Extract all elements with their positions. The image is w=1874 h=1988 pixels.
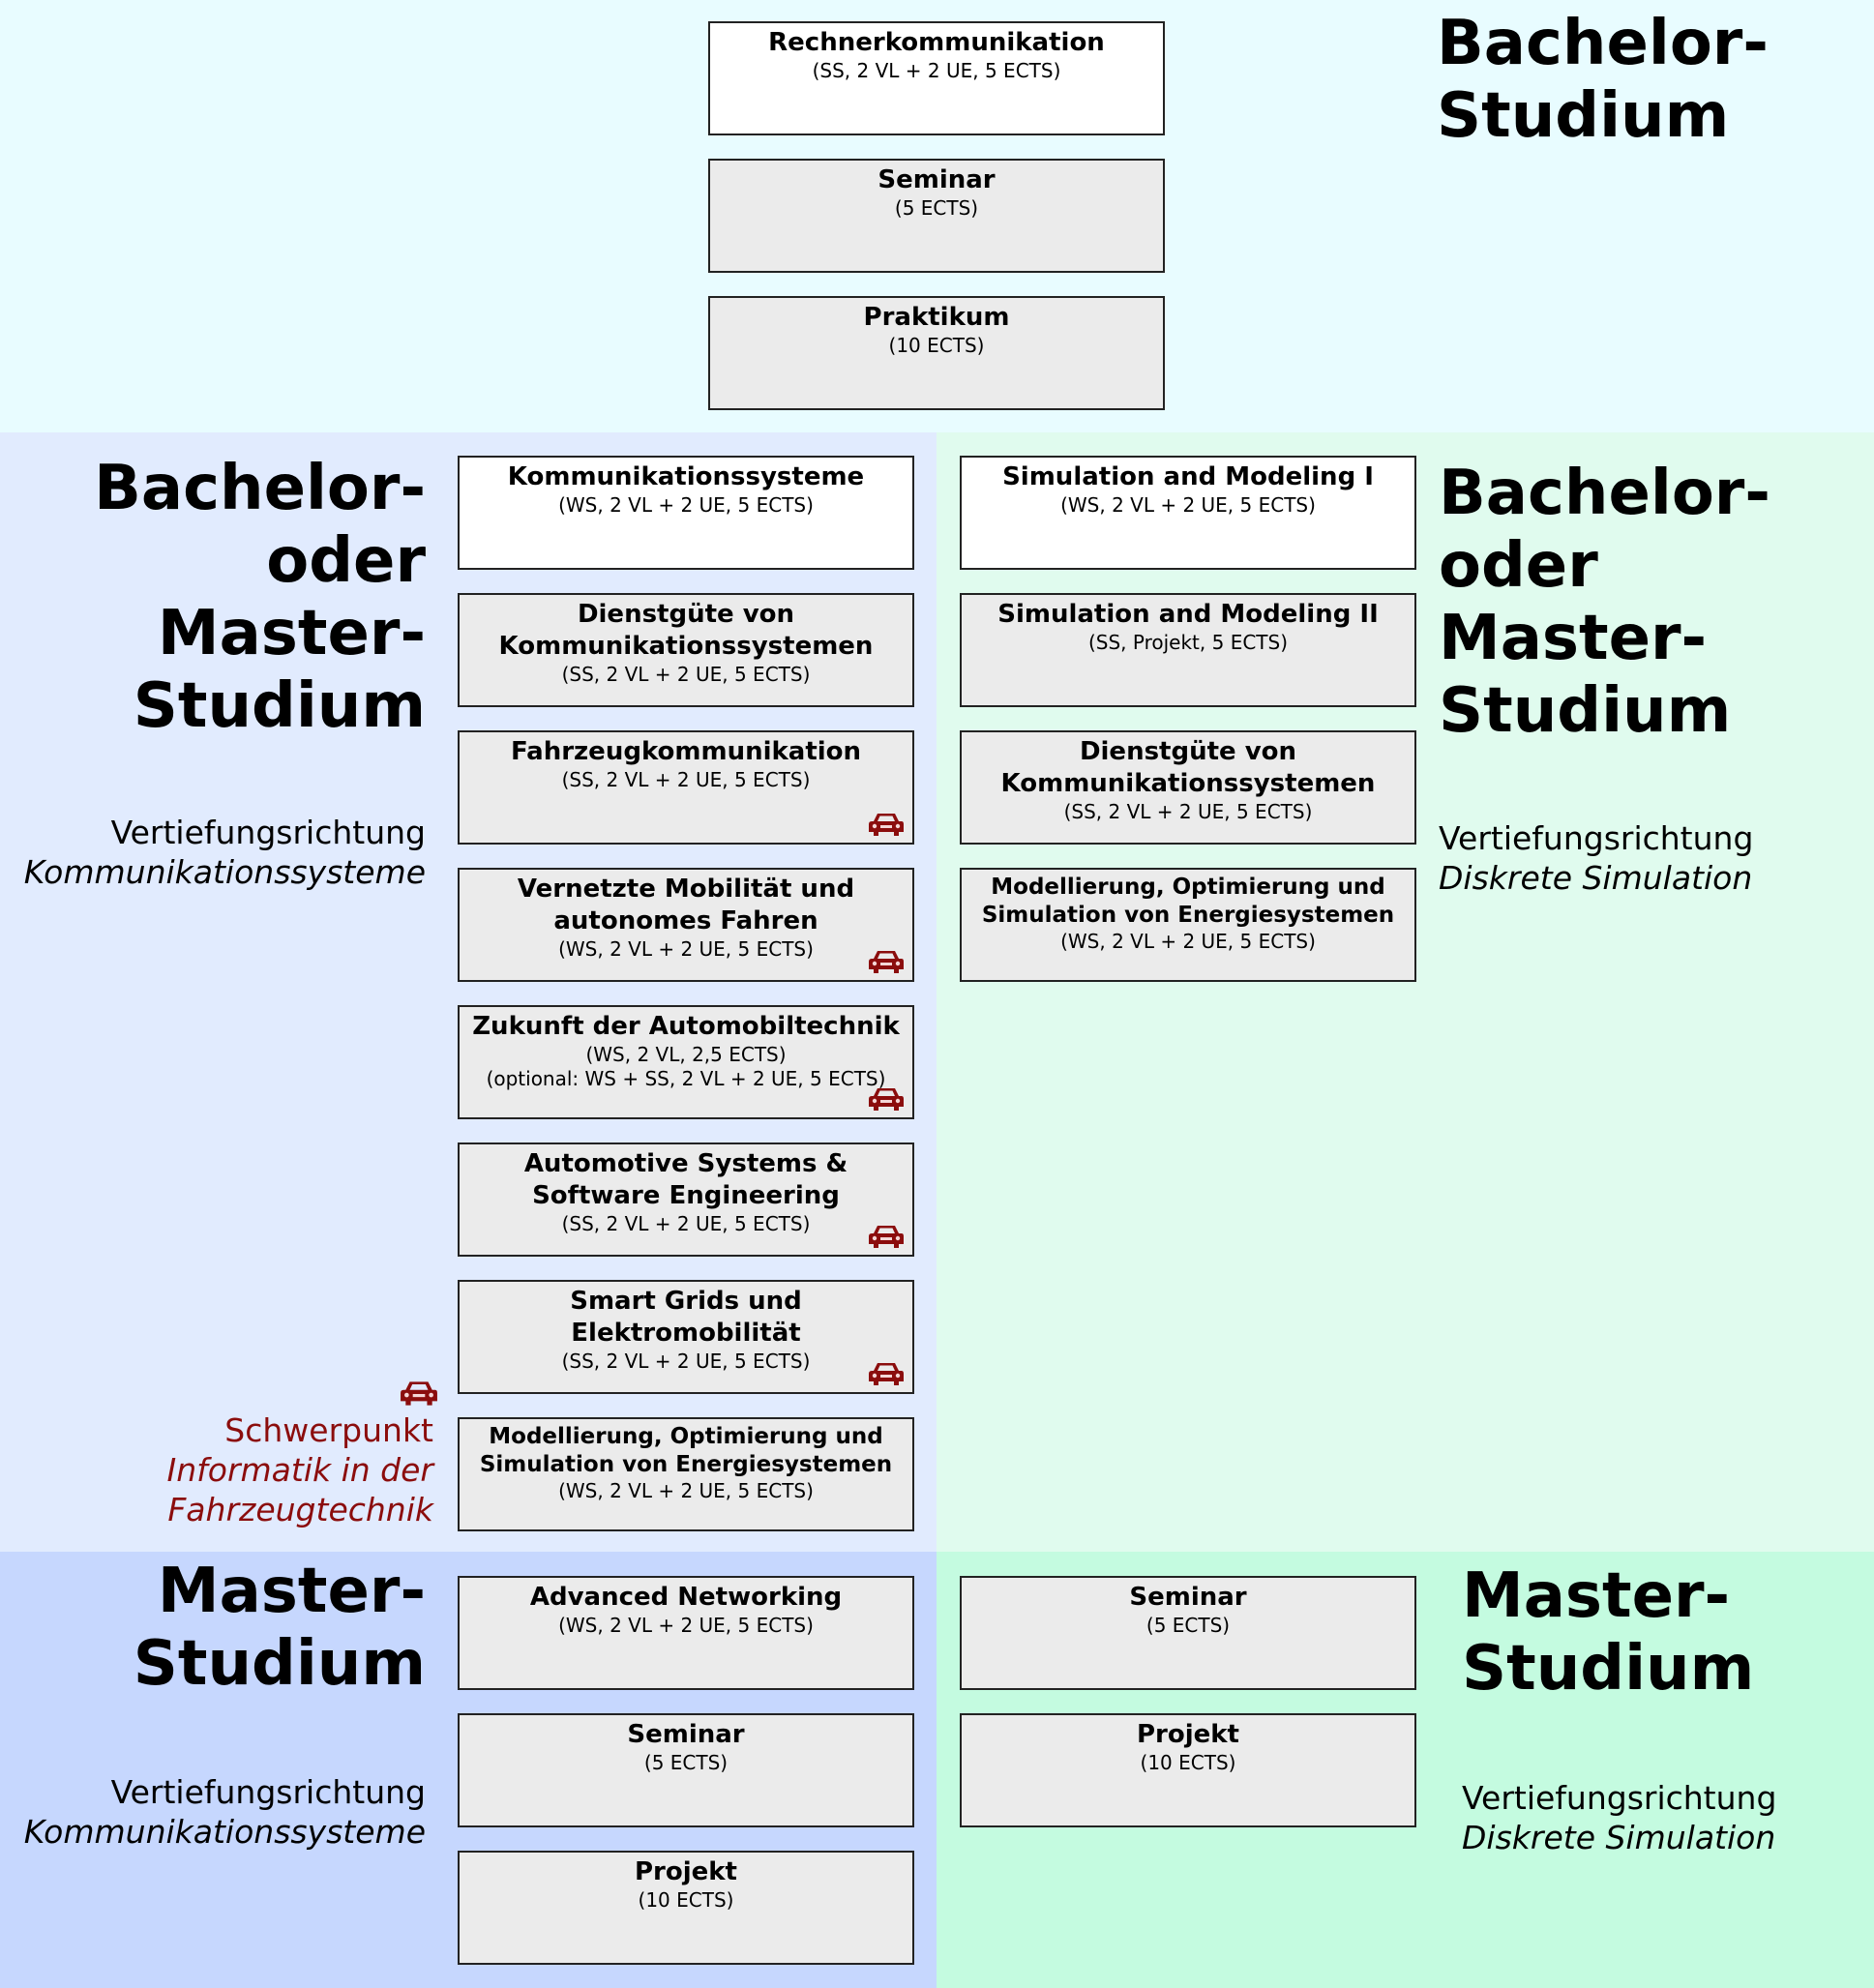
course-title: Simulation and Modeling II: [997, 600, 1379, 629]
course-details: (SS, 2 VL + 2 UE, 5 ECTS): [561, 1350, 811, 1373]
car-icon: [869, 1226, 904, 1248]
heading-bachelor: Bachelor- Studium: [1437, 8, 1769, 152]
course-box: Zukunft der Automobiltechnik(WS, 2 VL, 2…: [458, 1005, 914, 1119]
course-box: Vernetzte Mobilität und autonomes Fahren…: [458, 868, 914, 982]
track-label-right-bottom: Vertiefungsrichtung Diskrete Simulation: [1462, 1778, 1776, 1857]
course-title: Praktikum: [863, 303, 1010, 332]
course-title: Automotive Systems & Software Engineerin…: [523, 1149, 848, 1210]
focus-car-icon: [400, 1380, 438, 1409]
course-box: Dienstgüte von Kommunikationssystemen(SS…: [458, 593, 914, 707]
course-title: Smart Grids und Elektromobilität: [570, 1287, 802, 1348]
course-details: (10 ECTS): [888, 334, 985, 357]
course-details: (WS, 2 VL + 2 UE, 5 ECTS): [1060, 930, 1316, 953]
track-label: Vertiefungsrichtung: [110, 1773, 426, 1811]
course-title: Dienstgüte von Kommunikationssystemen: [1000, 737, 1376, 798]
course-details: (SS, 2 VL + 2 UE, 5 ECTS): [1063, 800, 1313, 823]
course-details: (5 ECTS): [643, 1751, 729, 1774]
course-box: Automotive Systems & Software Engineerin…: [458, 1142, 914, 1257]
course-title: Projekt: [634, 1857, 737, 1886]
course-title: Advanced Networking: [529, 1583, 843, 1612]
heading-bachelor-or-master-right: Bachelor- oder Master- Studium: [1439, 458, 1770, 747]
track-label-right-mid: Vertiefungsrichtung Diskrete Simulation: [1439, 818, 1753, 898]
car-icon: [401, 1381, 437, 1406]
course-box: Projekt(10 ECTS): [458, 1851, 914, 1965]
car-icon: [869, 951, 904, 973]
focus-name-line-1: Informatik in der: [166, 1451, 434, 1489]
course-title: Simulation and Modeling I: [1002, 462, 1374, 491]
course-details: (SS, 2 VL + 2 UE, 5 ECTS): [561, 1212, 811, 1235]
course-details: (WS, 2 VL, 2,5 ECTS) (optional: WS + SS,…: [486, 1043, 886, 1090]
track-label: Vertiefungsrichtung: [1439, 819, 1754, 857]
course-box: Praktikum(10 ECTS): [708, 296, 1165, 410]
course-box: Advanced Networking(WS, 2 VL + 2 UE, 5 E…: [458, 1576, 914, 1690]
course-details: (WS, 2 VL + 2 UE, 5 ECTS): [558, 937, 814, 961]
track-label-left-bottom: Vertiefungsrichtung Kommunikationssystem…: [24, 1772, 426, 1852]
heading-bachelor-or-master-left: Bachelor- oder Master- Studium: [94, 453, 426, 742]
course-box: Dienstgüte von Kommunikationssystemen(SS…: [960, 730, 1416, 845]
course-details: (10 ECTS): [1140, 1751, 1236, 1774]
focus-label: Schwerpunkt: [224, 1411, 433, 1449]
course-box: Projekt(10 ECTS): [960, 1713, 1416, 1827]
course-details: (WS, 2 VL + 2 UE, 5 ECTS): [558, 1614, 814, 1637]
course-details: (SS, Projekt, 5 ECTS): [1087, 631, 1289, 654]
focus-name-line-2: Fahrzeugtechnik: [167, 1491, 433, 1528]
track-label: Vertiefungsrichtung: [1462, 1779, 1777, 1817]
course-title: Modellierung, Optimierung und Simulation…: [981, 875, 1395, 928]
track-label-left-mid: Vertiefungsrichtung Kommunikationssystem…: [24, 813, 426, 892]
course-details: (WS, 2 VL + 2 UE, 5 ECTS): [558, 493, 814, 517]
course-title: Seminar: [878, 165, 996, 194]
track-name: Kommunikationssysteme: [23, 853, 426, 891]
course-title: Kommunikationssysteme: [507, 462, 865, 491]
course-details: (SS, 2 VL + 2 UE, 5 ECTS): [561, 663, 811, 686]
course-details: (SS, 2 VL + 2 UE, 5 ECTS): [561, 768, 811, 791]
course-box: Modellierung, Optimierung und Simulation…: [960, 868, 1416, 982]
course-box: Smart Grids und Elektromobilität(SS, 2 V…: [458, 1280, 914, 1394]
course-details: (5 ECTS): [894, 196, 979, 220]
course-title: Seminar: [1129, 1583, 1247, 1612]
car-icon: [869, 814, 904, 836]
course-title: Rechnerkommunikation: [768, 28, 1105, 57]
course-title: Fahrzeugkommunikation: [510, 737, 862, 766]
course-box: Kommunikationssysteme(WS, 2 VL + 2 UE, 5…: [458, 456, 914, 570]
course-title: Projekt: [1136, 1720, 1239, 1749]
car-icon: [869, 1363, 904, 1385]
course-box: Seminar(5 ECTS): [458, 1713, 914, 1827]
course-title: Modellierung, Optimierung und Simulation…: [479, 1424, 893, 1477]
course-title: Dienstgüte von Kommunikationssystemen: [498, 600, 874, 661]
heading-master-right: Master- Studium: [1462, 1560, 1755, 1705]
course-box: Seminar(5 ECTS): [960, 1576, 1416, 1690]
track-label: Vertiefungsrichtung: [110, 814, 426, 851]
course-box: Rechnerkommunikation(SS, 2 VL + 2 UE, 5 …: [708, 21, 1165, 135]
track-name: Kommunikationssysteme: [23, 1813, 426, 1851]
track-name: Diskrete Simulation: [1462, 1819, 1776, 1856]
course-title: Vernetzte Mobilität und autonomes Fahren: [517, 875, 855, 935]
course-details: (WS, 2 VL + 2 UE, 5 ECTS): [558, 1479, 814, 1502]
course-box: Simulation and Modeling II(SS, Projekt, …: [960, 593, 1416, 707]
course-box: Seminar(5 ECTS): [708, 159, 1165, 273]
course-details: (10 ECTS): [638, 1888, 734, 1912]
course-details: (WS, 2 VL + 2 UE, 5 ECTS): [1060, 493, 1316, 517]
heading-master-left: Master- Studium: [133, 1556, 426, 1700]
track-name: Diskrete Simulation: [1439, 859, 1753, 897]
course-title: Zukunft der Automobiltechnik: [472, 1012, 900, 1041]
course-title: Seminar: [627, 1720, 745, 1749]
course-box: Modellierung, Optimierung und Simulation…: [458, 1417, 914, 1531]
course-box: Simulation and Modeling I(WS, 2 VL + 2 U…: [960, 456, 1416, 570]
car-icon: [869, 1088, 904, 1111]
course-details: (SS, 2 VL + 2 UE, 5 ECTS): [812, 59, 1061, 82]
focus-legend: Schwerpunkt Informatik in der Fahrzeugte…: [167, 1410, 434, 1529]
course-details: (5 ECTS): [1145, 1614, 1231, 1637]
course-box: Fahrzeugkommunikation(SS, 2 VL + 2 UE, 5…: [458, 730, 914, 845]
